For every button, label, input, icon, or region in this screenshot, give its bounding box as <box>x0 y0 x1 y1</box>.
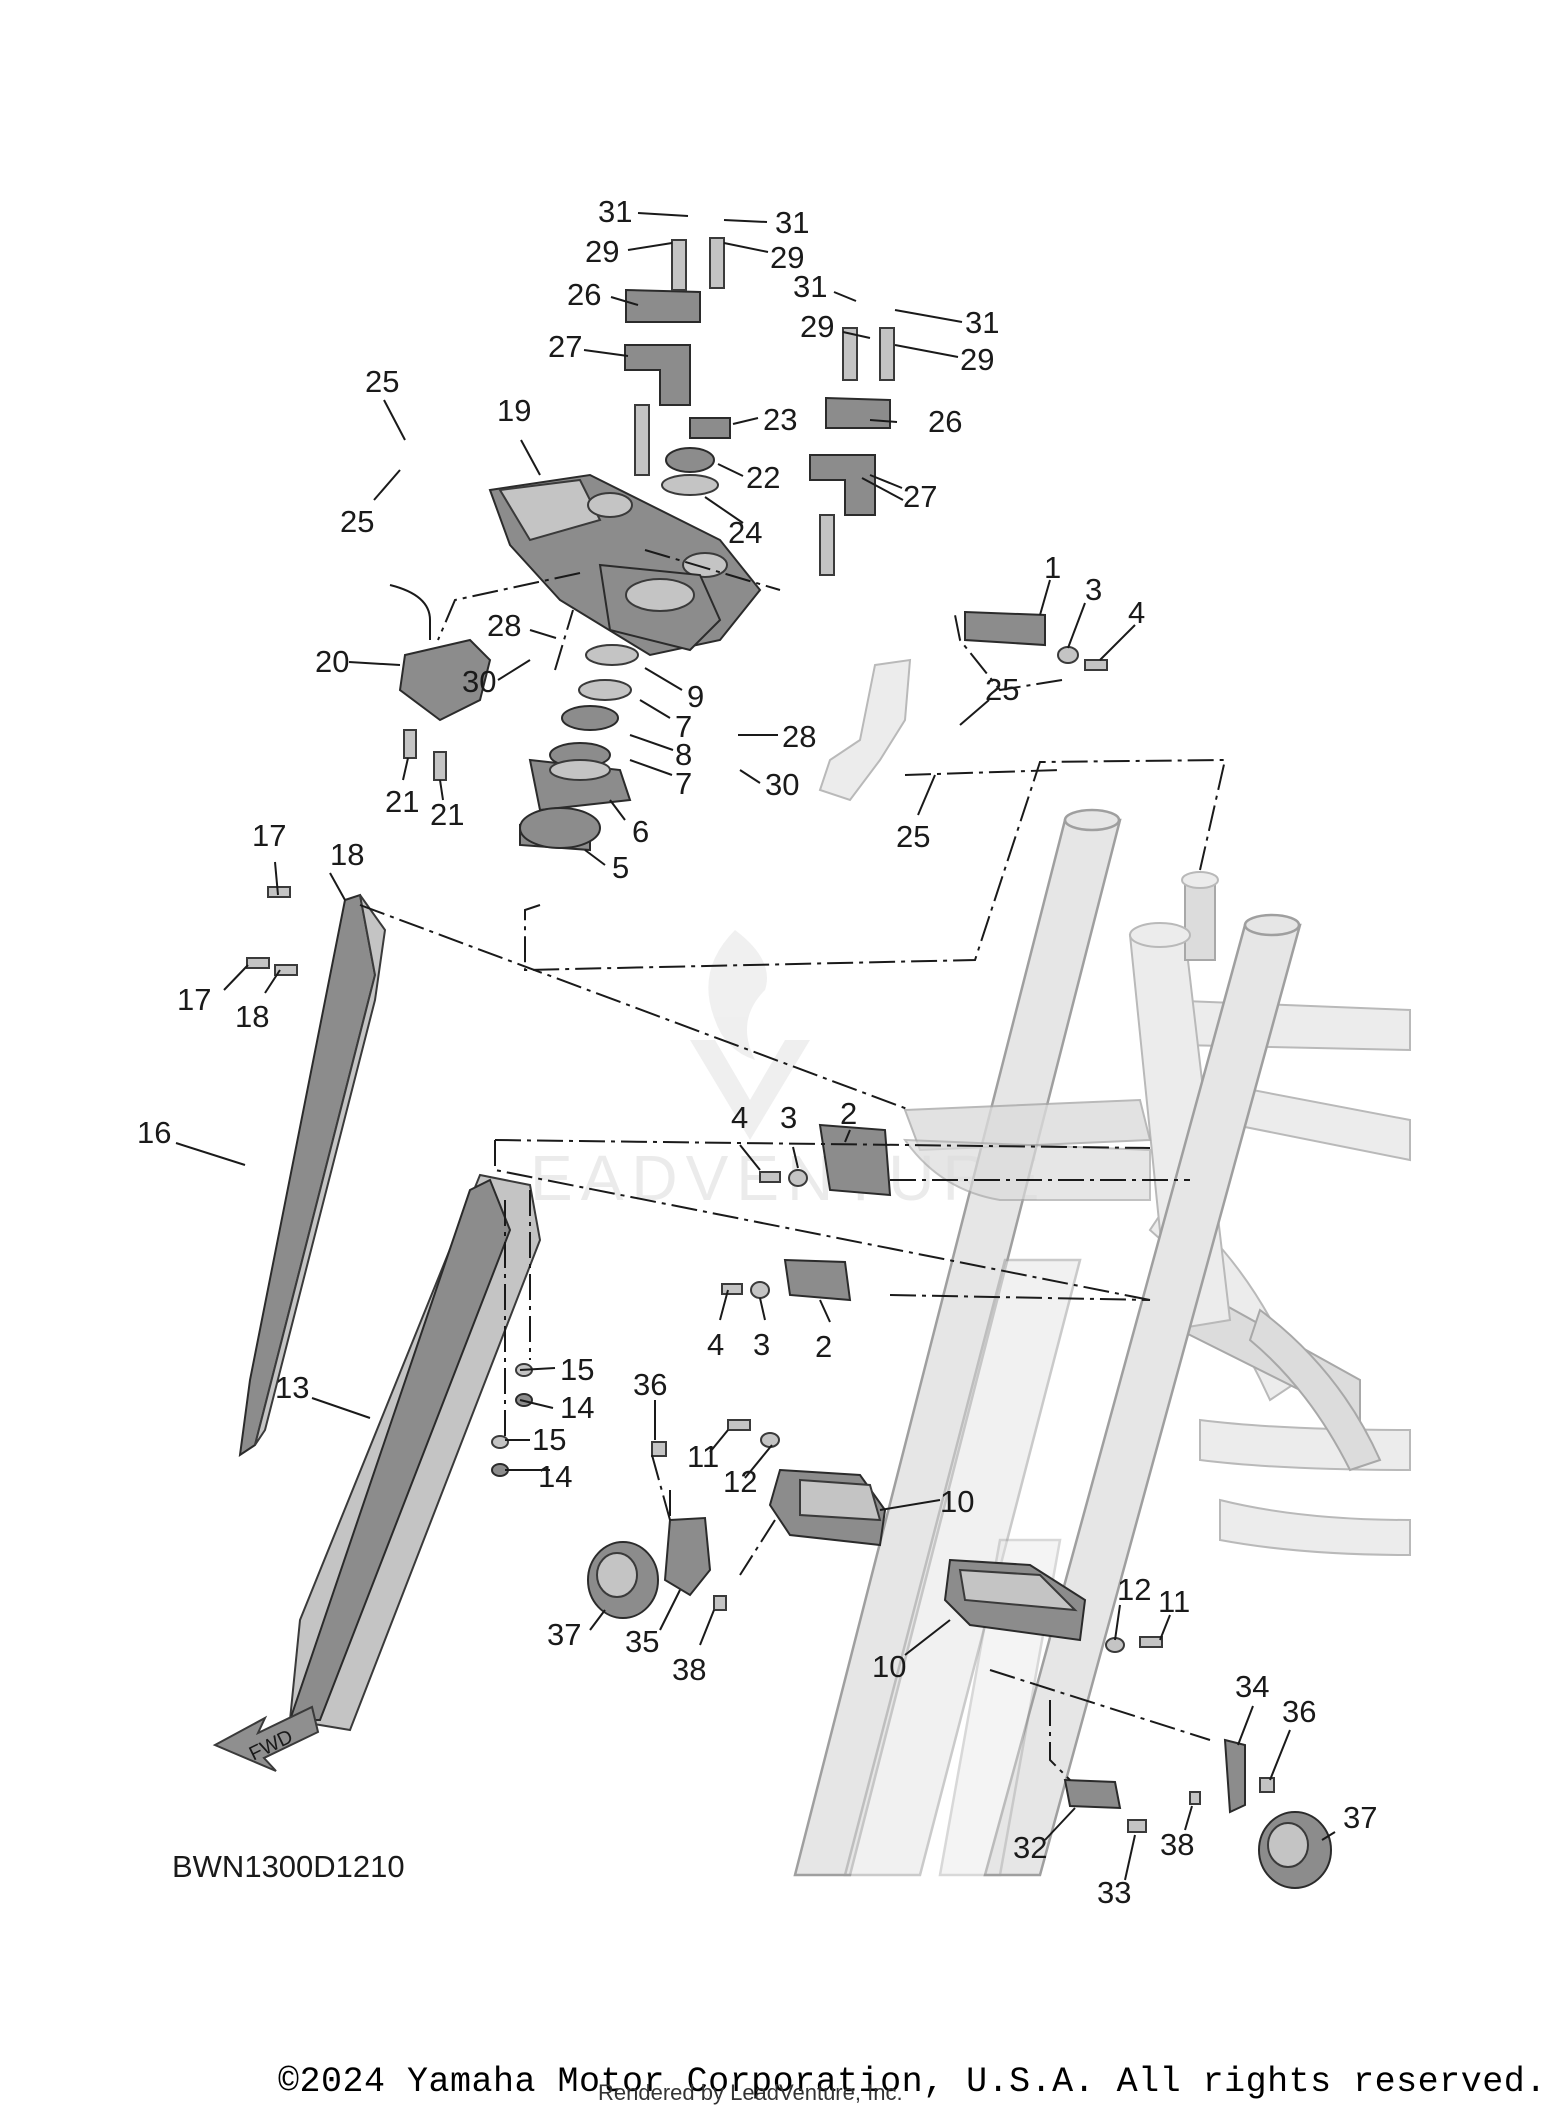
callout-10: 10 <box>872 1649 906 1684</box>
callout-38: 38 <box>672 1652 706 1687</box>
callout-10: 10 <box>940 1484 974 1519</box>
upper-triple-clamp <box>488 473 762 657</box>
callout-28: 28 <box>782 719 816 754</box>
callout-18: 18 <box>235 999 269 1034</box>
callout-34: 34 <box>1235 1669 1269 1704</box>
callout-31: 31 <box>598 194 632 229</box>
callout-2: 2 <box>840 1096 857 1131</box>
callout-7: 7 <box>675 709 692 744</box>
callout-5: 5 <box>612 850 629 885</box>
callout-24: 24 <box>728 515 762 550</box>
callout-17: 17 <box>252 818 286 853</box>
callout-25: 25 <box>896 819 930 854</box>
callout-3: 3 <box>780 1100 797 1135</box>
callout-25: 25 <box>985 672 1019 707</box>
callout-36: 36 <box>633 1367 667 1402</box>
callout-21: 21 <box>385 784 419 819</box>
callout-13: 13 <box>275 1370 309 1405</box>
exploded-parts-diagram: EADVENTURE <box>137 194 1411 1910</box>
callout-35: 35 <box>625 1624 659 1659</box>
handlebar-holders <box>624 237 895 576</box>
callout-6: 6 <box>632 814 649 849</box>
callout-14: 14 <box>538 1459 572 1494</box>
callout-37: 37 <box>1343 1800 1377 1835</box>
callout-25: 25 <box>340 504 374 539</box>
callout-36: 36 <box>1282 1694 1316 1729</box>
callout-3: 3 <box>753 1327 770 1362</box>
callout-38: 38 <box>1160 1827 1194 1862</box>
callout-16: 16 <box>137 1115 171 1150</box>
callout-18: 18 <box>330 837 364 872</box>
cable-guide-ghost <box>818 658 912 802</box>
callout-25: 25 <box>365 364 399 399</box>
copyright-notice: ©2024 Yamaha Motor Corporation, U.S.A. A… <box>278 2062 1547 2102</box>
callout-8: 8 <box>675 737 692 772</box>
callout-29: 29 <box>960 342 994 377</box>
callout-27: 27 <box>903 479 937 514</box>
frame-ghost <box>793 808 1411 1877</box>
callout-2: 2 <box>815 1329 832 1364</box>
callout-31: 31 <box>793 269 827 304</box>
callout-4: 4 <box>707 1327 724 1362</box>
callout-4: 4 <box>1128 595 1145 630</box>
callout-26: 26 <box>567 277 601 312</box>
callout-26: 26 <box>928 404 962 439</box>
callout-17: 17 <box>177 982 211 1017</box>
callout-11: 11 <box>1158 1584 1190 1619</box>
callout-1: 1 <box>1044 550 1061 585</box>
callout-27: 27 <box>548 329 582 364</box>
callout-7: 7 <box>675 766 692 801</box>
callout-37: 37 <box>547 1617 581 1652</box>
stem-hardware <box>519 417 731 852</box>
fork-guard-13 <box>288 1173 542 1732</box>
callout-29: 29 <box>585 234 619 269</box>
callout-30: 30 <box>462 664 496 699</box>
clamps-2 <box>721 1123 892 1302</box>
callout-23: 23 <box>763 402 797 437</box>
callout-33: 33 <box>1097 1875 1131 1910</box>
callout-14: 14 <box>560 1390 594 1425</box>
callout-12: 12 <box>1117 1572 1151 1607</box>
reference-lines <box>359 549 1227 1781</box>
callout-11: 11 <box>687 1439 719 1474</box>
callout-30: 30 <box>765 767 799 802</box>
callout-15: 15 <box>560 1352 594 1387</box>
callout-3: 3 <box>1085 572 1102 607</box>
callout-31: 31 <box>775 205 809 240</box>
callout-9: 9 <box>687 679 704 714</box>
callout-numbers: 31 31 29 29 26 27 31 31 29 29 25 19 23 2… <box>137 194 1377 1910</box>
leader-lines <box>175 212 1336 1881</box>
fwd-arrow-icon: FWD <box>212 1705 320 1772</box>
callout-15: 15 <box>532 1422 566 1457</box>
callout-28: 28 <box>487 608 521 643</box>
callout-32: 32 <box>1013 1830 1047 1865</box>
clamp-1 <box>964 610 1108 671</box>
callout-4: 4 <box>731 1100 748 1135</box>
callout-21: 21 <box>430 797 464 832</box>
diagram-code: BWN1300D1210 <box>172 1849 405 1884</box>
callout-12: 12 <box>723 1464 757 1499</box>
callout-29: 29 <box>770 240 804 275</box>
callout-19: 19 <box>497 393 531 428</box>
fork-guard-16 <box>238 886 387 1458</box>
callout-29: 29 <box>800 309 834 344</box>
callout-22: 22 <box>746 460 780 495</box>
callout-20: 20 <box>315 644 349 679</box>
callout-31: 31 <box>965 305 999 340</box>
rendered-by-notice: Rendered by LeadVenture, Inc. <box>598 2080 903 2105</box>
